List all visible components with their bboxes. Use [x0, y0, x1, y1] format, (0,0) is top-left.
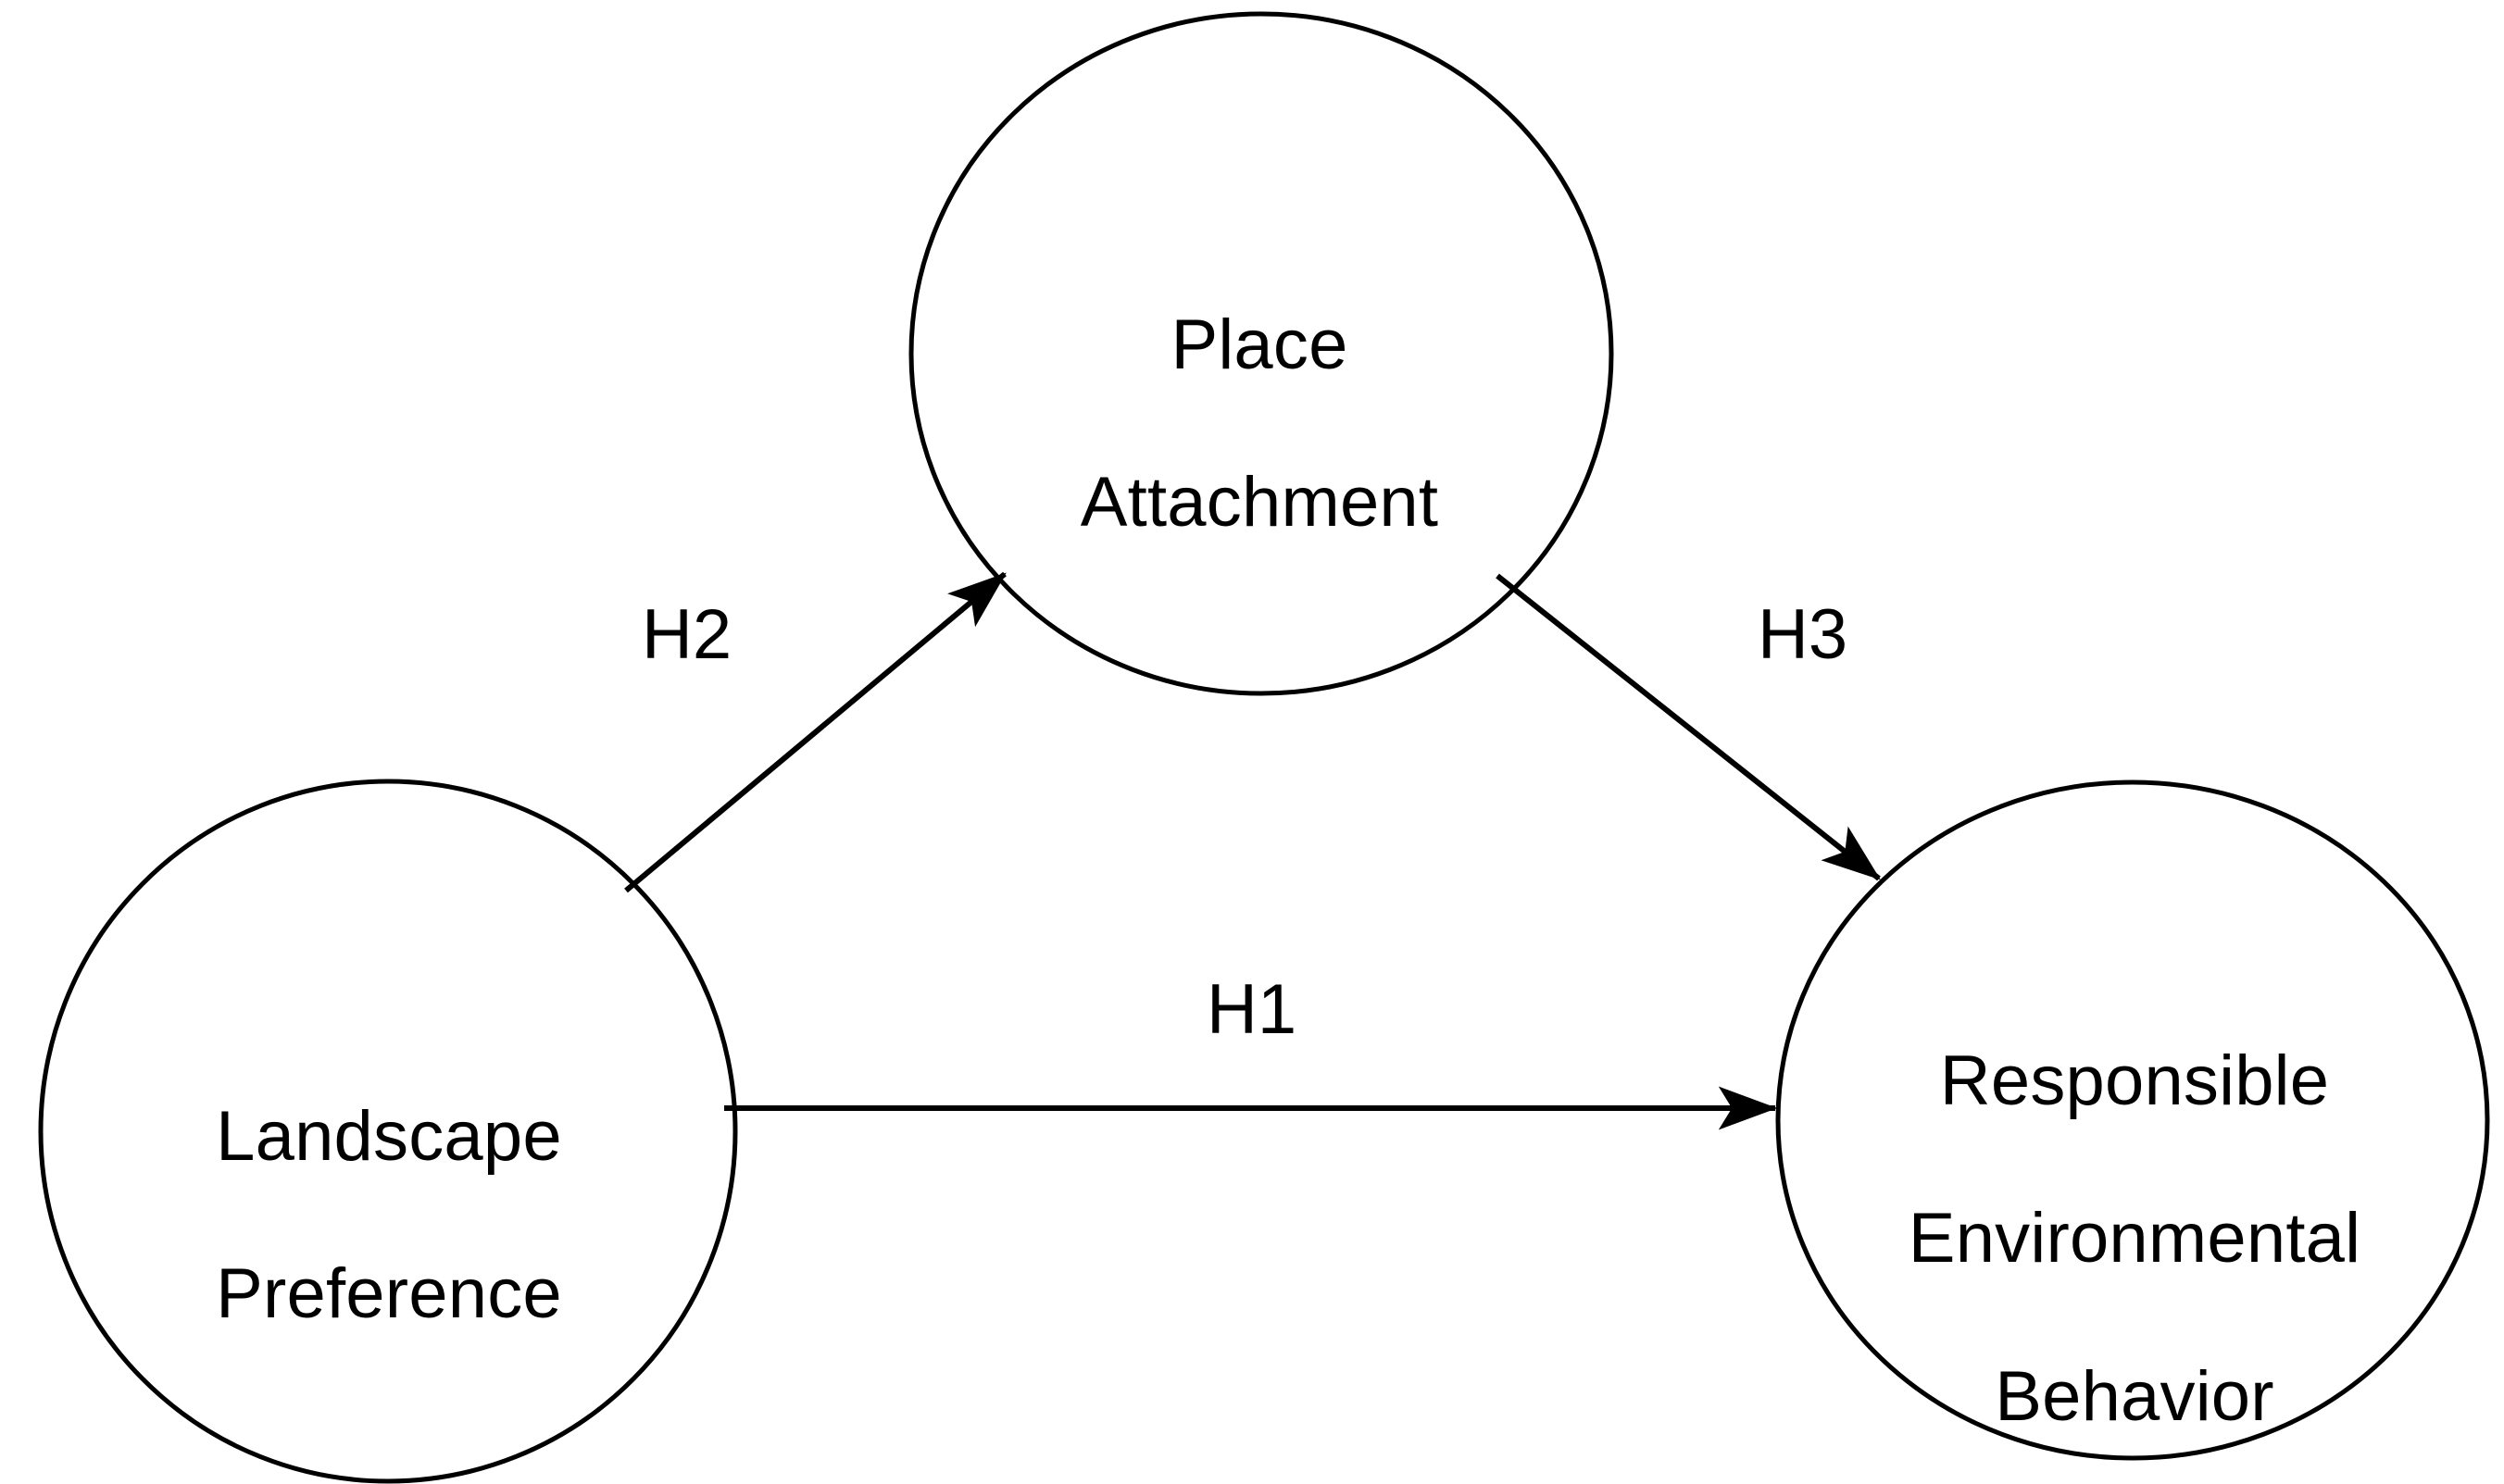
edge-h3-arrow[interactable] [1496, 573, 1881, 881]
edge-h2-arrow[interactable] [624, 571, 1007, 893]
node-landscape-preference[interactable] [38, 779, 738, 1484]
node-place-attachment[interactable] [908, 11, 1614, 696]
node-responsible-environmental-behavior[interactable] [1775, 779, 2490, 1461]
